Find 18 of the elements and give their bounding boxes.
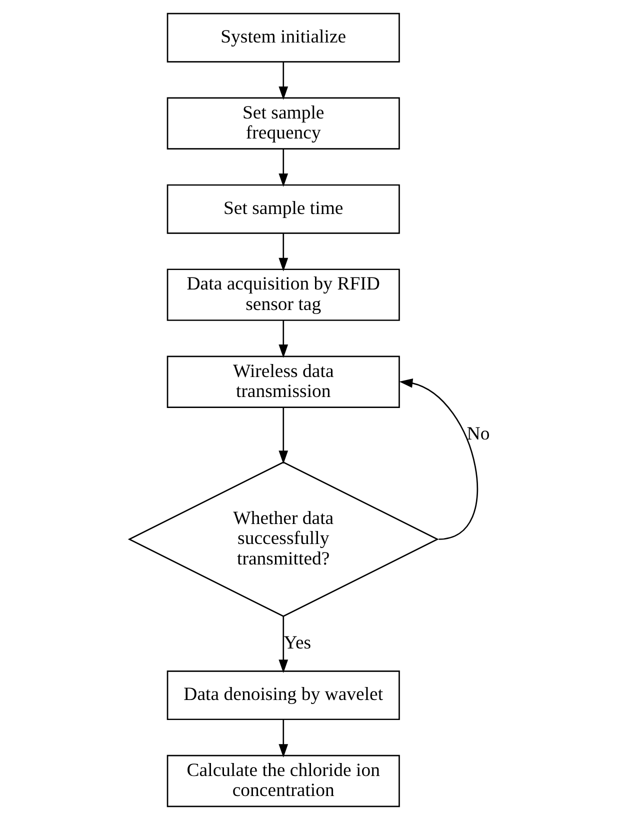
edge-label: No	[466, 424, 490, 445]
node-box: Data acquisition by RFID sensor tag	[166, 268, 400, 321]
node-box: Data denoising by wavelet	[166, 670, 400, 720]
arrow	[399, 378, 478, 540]
arrow	[278, 320, 288, 358]
node-diamond: Whether data successfully transmitted?	[128, 461, 439, 617]
arrow	[278, 149, 288, 187]
node-box: System initialize	[166, 12, 400, 62]
node-box: Set sample time	[166, 184, 400, 234]
node-box: Calculate the chloride ion concentration	[166, 754, 400, 808]
edge-label: Yes	[284, 632, 312, 654]
arrow	[278, 616, 288, 674]
arrow	[278, 62, 288, 100]
arrow	[278, 407, 288, 464]
node-box: Set sample frequency	[166, 97, 400, 150]
arrow	[278, 234, 288, 272]
node-box: Wireless data transmission	[166, 356, 400, 408]
arrow	[278, 720, 288, 758]
